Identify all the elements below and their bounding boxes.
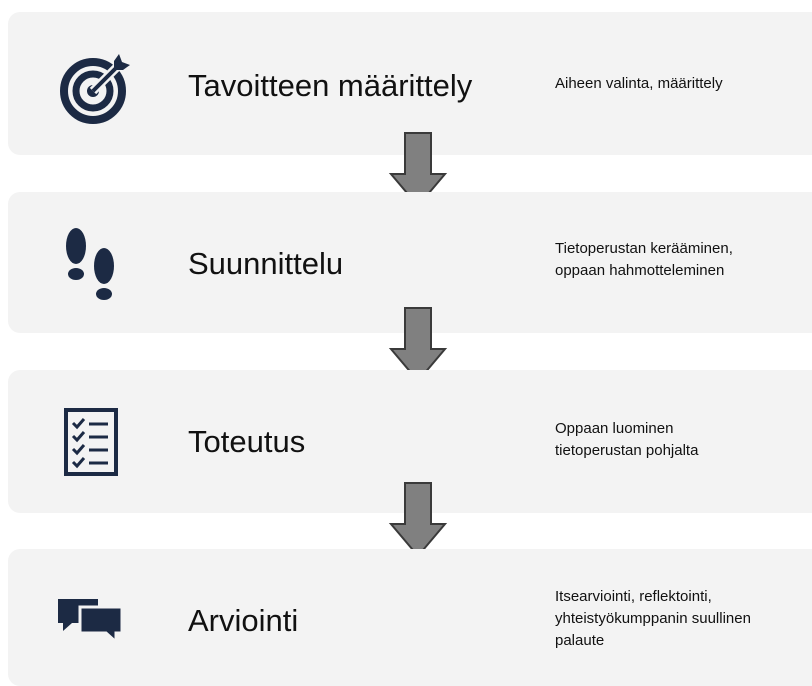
chat-bubbles-icon [56,579,136,659]
description-line: Tietoperustan kerääminen, [555,240,733,257]
stage-title: Toteutus [188,424,306,459]
stage-suunnittelu: Suunnittelu Tietoperustan kerääminen, op… [8,192,812,333]
footprints-icon [56,224,136,304]
stage-title: Arviointi [188,603,299,638]
stage-description: Aiheen valinta, määrittely [555,73,723,95]
down-arrow-icon [388,132,448,208]
stage-description: Oppaan luominen tietoperustan pohjalta [555,418,698,462]
description-line: Itsearviointi, reflektointi, [555,588,712,605]
stage-tavoitteen-maarittely: Tavoitteen määrittely Aiheen valinta, mä… [8,12,812,155]
down-arrow-icon [388,482,448,558]
description-line: Aiheen valinta, määrittely [555,75,723,92]
stage-arviointi: Arviointi Itsearviointi, reflektointi, y… [8,549,812,686]
description-line: tietoperustan pohjalta [555,442,699,459]
stage-description: Tietoperustan kerääminen, oppaan hahmott… [555,238,733,282]
checklist-icon [56,404,136,484]
target-icon [56,48,136,128]
description-line: yhteistyökumppanin suullinen [555,610,751,627]
description-line: oppaan hahmotteleminen [555,262,725,279]
stage-description: Itsearviointi, reflektointi, yhteistyöku… [555,586,751,652]
stage-title: Tavoitteen määrittely [188,68,473,103]
stage-title: Suunnittelu [188,246,344,281]
description-line: Oppaan luominen [555,420,674,437]
description-line: palaute [555,632,605,649]
down-arrow-icon [388,307,448,383]
